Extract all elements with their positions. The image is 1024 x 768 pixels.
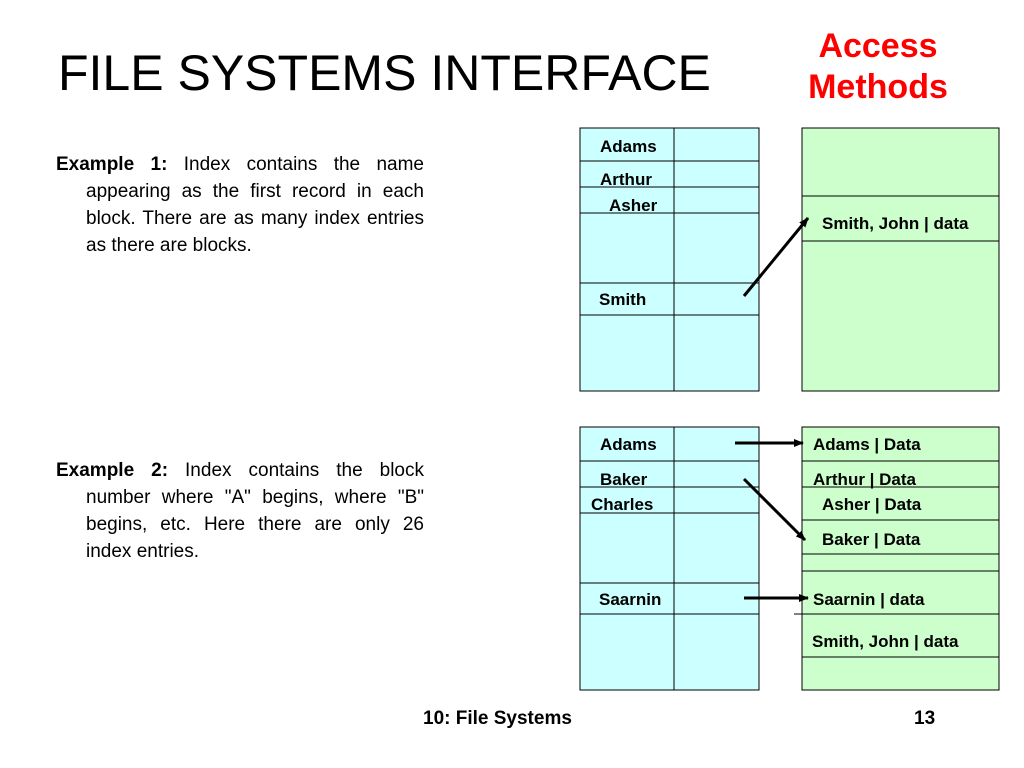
index1-entry-arthur: Arthur (600, 170, 652, 189)
footer-page-number: 13 (914, 708, 936, 729)
example-2-body: Index contains the block number where "A… (86, 460, 425, 562)
access-line2: Methods (808, 68, 948, 106)
index2-entry-charles: Charles (591, 495, 653, 514)
index2-entry-adams: Adams (600, 435, 657, 454)
example-1-text: Example 1: Index contains the name appea… (56, 151, 424, 259)
access-line1: Access (818, 27, 938, 65)
example-1-label: Example 1: (56, 154, 168, 175)
example-1-body: Index contains the name appearing as the… (86, 154, 424, 256)
index1-entry-adams: Adams (600, 137, 657, 156)
index2-entry-baker: Baker (600, 470, 648, 489)
pointer-arrow-baker (742, 477, 807, 542)
data2-record-saarnin: Saarnin | data (813, 590, 925, 609)
pointer-arrow-smith (742, 217, 810, 297)
index2-entry-saarnin: Saarnin (599, 590, 661, 609)
data1-record-smith: Smith, John | data (822, 214, 969, 233)
data-file-2: Adams | Data Arthur | Data Asher | Data … (794, 426, 1000, 691)
example-2-label: Example 2: (56, 460, 169, 481)
index1-entry-asher: Asher (609, 196, 658, 215)
data-file-1: Smith, John | data (801, 127, 1000, 392)
data2-record-asher: Asher | Data (822, 495, 922, 514)
data2-record-adams: Adams | Data (813, 435, 921, 454)
access-methods-heading: Access Methods (778, 26, 978, 108)
example-2-text: Example 2: Index contains the block numb… (56, 457, 424, 565)
data2-record-arthur: Arthur | Data (813, 470, 917, 489)
index-table-2: Adams Baker Charles Saarnin (579, 426, 760, 691)
data2-record-smith: Smith, John | data (812, 632, 959, 651)
footer-chapter: 10: File Systems (423, 708, 572, 729)
data2-record-baker: Baker | Data (822, 530, 921, 549)
index-table-1: Adams Arthur Asher Smith (579, 127, 760, 392)
slide-title: FILE SYSTEMS INTERFACE (58, 45, 711, 101)
index1-entry-smith: Smith (599, 290, 646, 309)
